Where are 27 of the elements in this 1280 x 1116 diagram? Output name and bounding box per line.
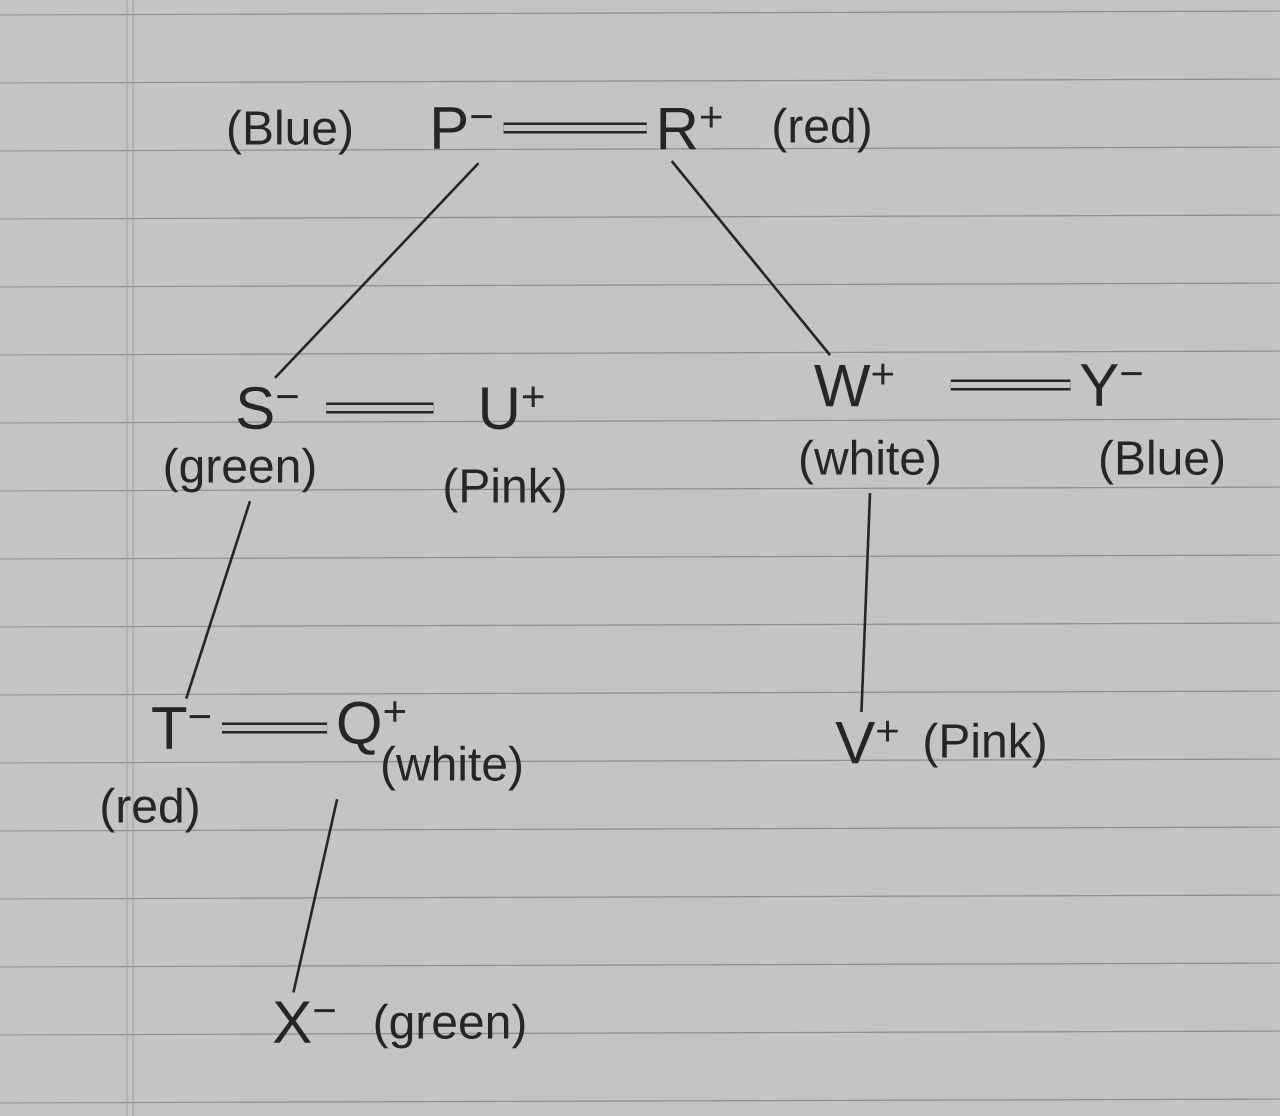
connector-line [274, 162, 480, 379]
double-line [221, 722, 328, 734]
letter-label: S$^{−}$ [237, 386, 298, 430]
connector-line [670, 160, 831, 356]
letter-label: P$^{−}$ [434, 107, 492, 149]
double-line [950, 379, 1071, 391]
letter-label: X$^{−}$ [273, 1001, 335, 1043]
double-line [503, 122, 647, 134]
note-label: (Pink) [445, 467, 565, 513]
letter-label: T$^{−}$ [152, 707, 211, 749]
letter-label: V$^{+}$ [835, 720, 898, 764]
connector-line [860, 493, 872, 713]
letter-label: W$^{+}$ [814, 363, 893, 407]
note-label: (red) [774, 107, 870, 153]
note-label: (green) [165, 447, 315, 493]
connector-line [184, 500, 252, 699]
letter-label: U$^{+}$ [482, 386, 544, 430]
note-label: (Pink) [925, 722, 1045, 768]
note-label: (red) [102, 787, 198, 833]
letter-label: Y$^{−}$ [1080, 364, 1142, 406]
double-line [326, 402, 434, 414]
letter-label: R$^{+}$ [660, 106, 722, 150]
note-label: (white) [801, 439, 940, 485]
note-label: (Blue) [228, 109, 352, 155]
connector-line [292, 798, 339, 993]
note-label: (Blue) [1100, 439, 1224, 485]
note-label: (green) [375, 1003, 525, 1049]
